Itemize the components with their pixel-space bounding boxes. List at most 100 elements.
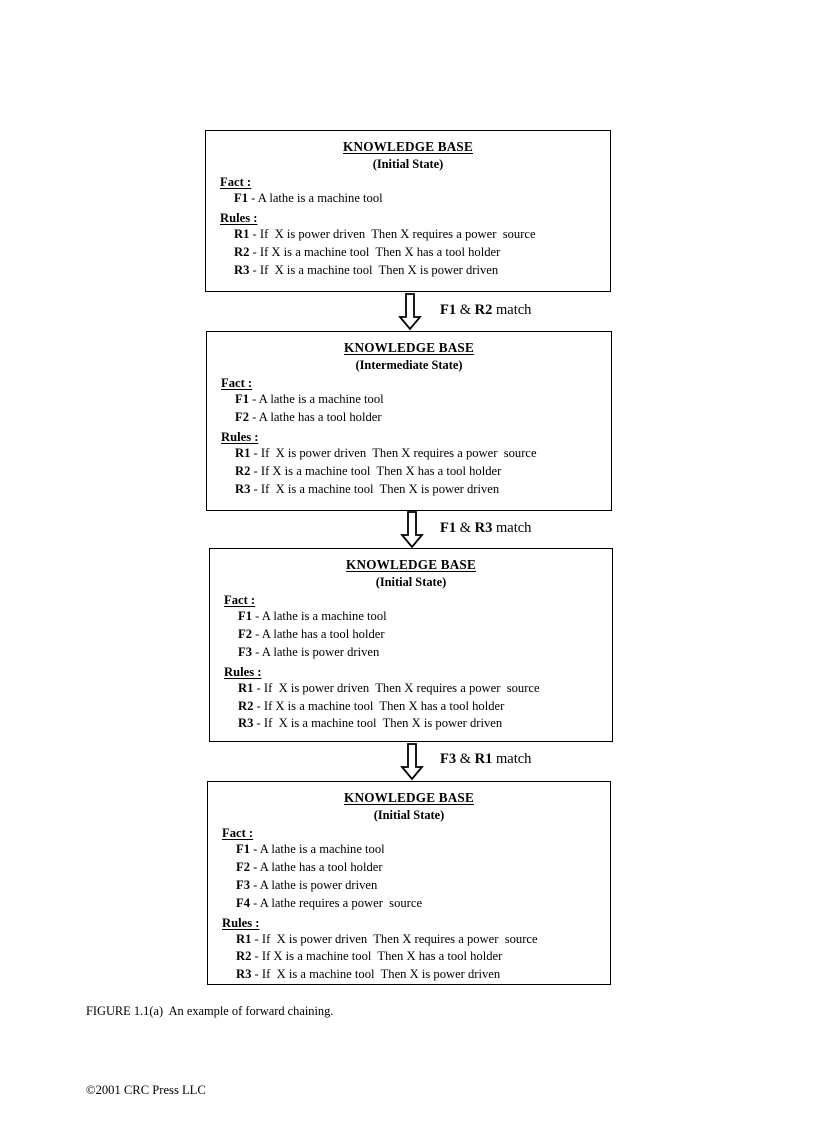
fact-id: F1 [235,392,249,406]
rule-entry: R2 - If X is a machine tool Then X has a… [234,244,610,262]
copyright-footer: ©2001 CRC Press LLC [86,1083,206,1097]
rules-section-label: Rules : [221,429,259,444]
rule-id: R2 [234,244,250,259]
figure-caption: FIGURE 1.1(a) An example of forward chai… [86,1004,334,1018]
transition-label-1: F1 & R2 match [440,303,531,318]
fact-id: F4 [236,895,250,910]
down-arrow-icon [398,293,422,331]
rule-entry: R3 - If X is a machine tool Then X is po… [234,262,610,280]
fact-section-label: Fact : [221,376,253,390]
fact-entry: F2 - A lathe has a tool holder [238,626,612,644]
rule-id: R1 [234,226,250,241]
rule-entry: R1 - If X is power driven Then X require… [234,226,610,244]
rule-text: - If X is a machine tool Then X has a to… [253,698,505,713]
kb-subtitle: (Initial State) [372,157,444,171]
transition-suffix: match [492,302,532,318]
fact-id: F2 [238,626,252,641]
transition-conjunction: & [456,751,475,767]
transition-conjunction: & [456,520,475,536]
kb-title: KNOWLEDGE BASE [344,340,474,355]
kb-title: KNOWLEDGE BASE [343,139,473,154]
rule-text: - If X is power driven Then X requires a… [250,445,537,460]
rule-id: R3 [236,967,252,982]
fact-text: - A lathe has a tool holder [252,626,385,641]
transition-suffix: match [492,520,532,536]
rule-text: - If X is a machine tool Then X is power… [253,716,503,731]
fact-entry: F2 - A lathe has a tool holder [235,409,611,427]
fact-id: F1 [238,609,252,623]
rule-text: - If X is a machine tool Then X is power… [249,262,499,277]
transition-suffix: match [492,751,532,767]
fact-id: F3 [238,644,252,659]
kb-title: KNOWLEDGE BASE [346,557,476,572]
rule-id: R3 [234,262,250,277]
fact-id: F1 [236,842,250,856]
rule-entry: R1 - If X is power driven Then X require… [238,680,612,698]
kb-subtitle: (Intermediate State) [355,358,463,372]
transition-label-2: F1 & R3 match [440,521,531,536]
kb-subtitle: (Initial State) [373,808,445,822]
knowledge-base-box-4: KNOWLEDGE BASE (Initial State) Fact : F1… [207,781,611,985]
transition-second: R1 [474,751,493,767]
fact-entry: F1 - A lathe is a machine tool [235,391,611,409]
fact-text: - A lathe is a machine tool [249,392,384,406]
fact-text: - A lathe is power driven [250,877,378,892]
rule-id: R1 [235,445,251,460]
rules-section-label: Rules : [220,210,258,225]
rule-entry: R3 - If X is a machine tool Then X is po… [238,715,612,733]
rule-entry: R1 - If X is power driven Then X require… [235,445,611,463]
rule-entry: R3 - If X is a machine tool Then X is po… [235,481,611,499]
fact-entry: F3 - A lathe is power driven [236,877,610,895]
rules-section-label: Rules : [222,915,260,930]
kb-title: KNOWLEDGE BASE [344,790,474,805]
rule-text: - If X is power driven Then X requires a… [253,680,540,695]
knowledge-base-box-1: KNOWLEDGE BASE (Initial State) Fact : F1… [205,130,611,292]
transition-second: R2 [474,302,493,318]
rule-entry: R2 - If X is a machine tool Then X has a… [235,463,611,481]
fact-entry: F1 - A lathe is a machine tool [238,608,612,626]
rule-id: R1 [236,931,252,946]
fact-text: - A lathe is a machine tool [248,191,383,205]
transition-label-3: F3 & R1 match [440,752,531,767]
fact-entry: F3 - A lathe is power driven [238,644,612,662]
rule-id: R3 [238,716,254,731]
rule-text: - If X is a machine tool Then X is power… [250,481,500,496]
fact-entry: F1 - A lathe is a machine tool [234,190,610,208]
rule-text: - If X is a machine tool Then X has a to… [251,949,503,964]
knowledge-base-box-2: KNOWLEDGE BASE (Intermediate State) Fact… [206,331,612,511]
fact-id: F2 [236,859,250,874]
rule-id: R2 [238,698,254,713]
kb-subtitle: (Initial State) [375,575,447,589]
fact-text: - A lathe requires a power source [250,895,423,910]
rule-id: R1 [238,680,254,695]
fact-entry: F1 - A lathe is a machine tool [236,841,610,859]
fact-section-label: Fact : [222,826,254,840]
fact-text: - A lathe is a machine tool [252,609,387,623]
rule-text: - If X is a machine tool Then X has a to… [250,463,502,478]
rule-id: R2 [235,463,251,478]
transition-conjunction: & [456,302,475,318]
rules-section-label: Rules : [224,664,262,679]
transition-first: F1 [440,302,457,318]
fact-id: F1 [234,191,248,205]
rule-id: R3 [235,481,251,496]
fact-id: F3 [236,877,250,892]
fact-text: - A lathe is a machine tool [250,842,385,856]
fact-text: - A lathe has a tool holder [250,859,383,874]
rule-text: - If X is power driven Then X requires a… [251,931,538,946]
fact-entry: F2 - A lathe has a tool holder [236,859,610,877]
transition-first: F3 [440,751,457,767]
fact-text: - A lathe has a tool holder [249,409,382,424]
down-arrow-icon [400,743,424,781]
fact-section-label: Fact : [224,593,256,607]
fact-id: F2 [235,409,249,424]
transition-first: F1 [440,520,457,536]
rule-id: R2 [236,949,252,964]
rule-text: - If X is a machine tool Then X is power… [251,967,501,982]
fact-section-label: Fact : [220,175,252,189]
rule-text: - If X is a machine tool Then X has a to… [249,244,501,259]
rule-entry: R2 - If X is a machine tool Then X has a… [236,948,610,966]
transition-second: R3 [474,520,493,536]
down-arrow-icon [400,511,424,549]
